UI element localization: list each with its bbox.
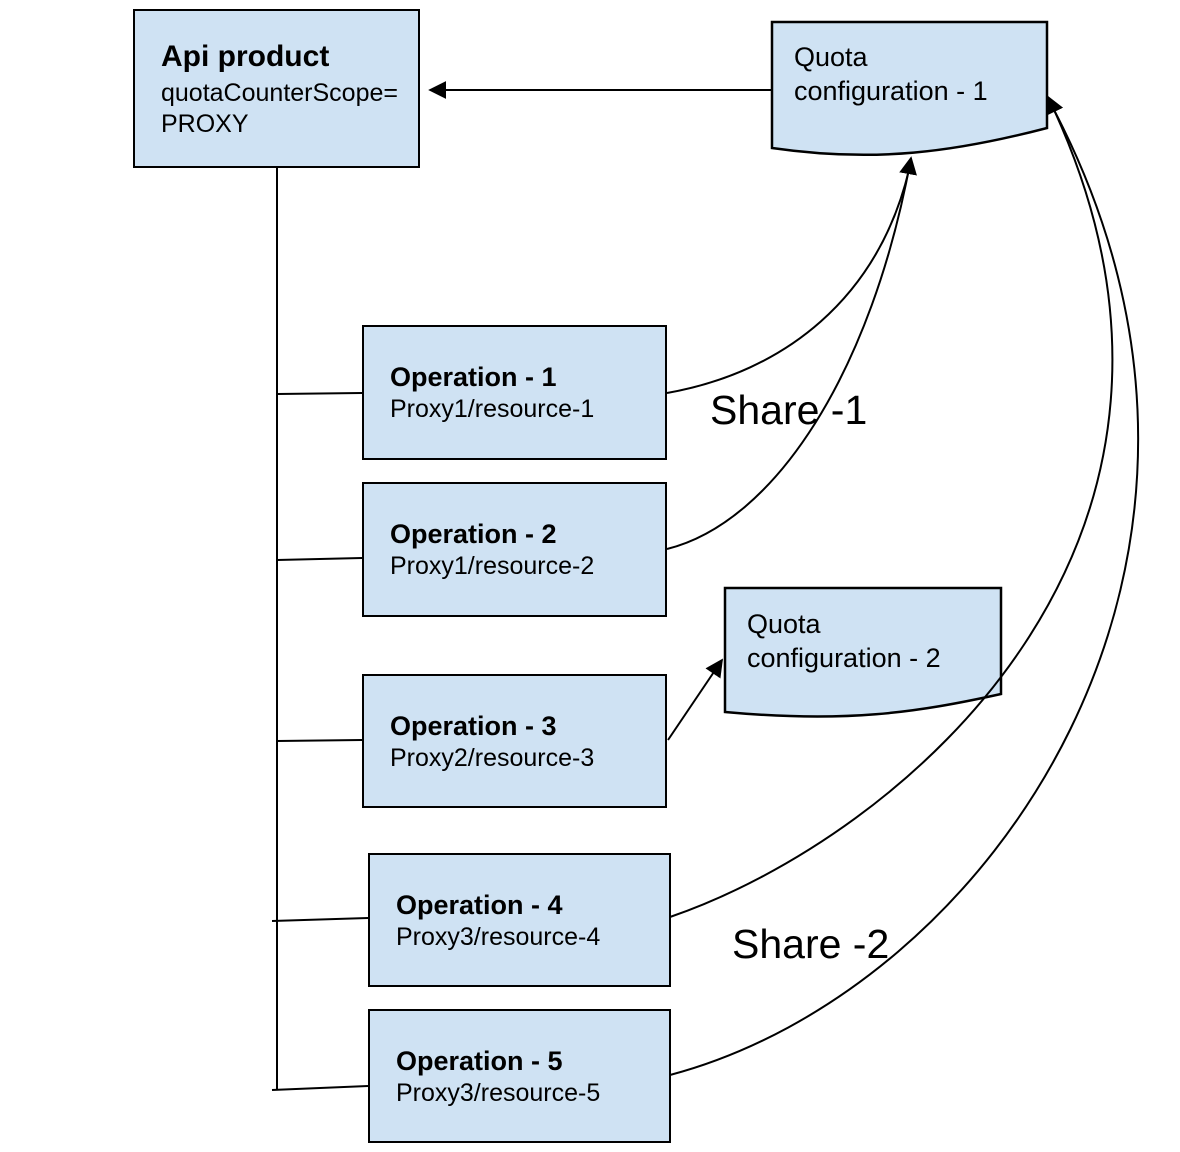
operation-1-box: Operation - 1 Proxy1/resource-1	[362, 325, 667, 460]
operation-3-title: Operation - 3	[390, 710, 557, 741]
share-2-label: Share -2	[732, 921, 890, 967]
branch-operation-2	[276, 557, 363, 561]
edge-operation3-to-quota2	[667, 658, 724, 741]
operation-5-box: Operation - 5 Proxy3/resource-5	[368, 1009, 671, 1143]
quota-config-1-shape	[770, 20, 1049, 157]
operation-5-path: Proxy3/resource-5	[396, 1078, 601, 1107]
operation-4-path: Proxy3/resource-4	[396, 922, 601, 951]
edge-operation2-to-quota1	[666, 156, 917, 550]
operation-2-title: Operation - 2	[390, 519, 557, 549]
operation-1-path: Proxy1/resource-1	[390, 395, 595, 423]
branch-operation-5	[271, 1085, 369, 1091]
edge-operation1-to-quota1	[666, 169, 910, 394]
operation-2-path: Proxy1/resource-2	[390, 552, 595, 580]
branch-operation-3	[276, 739, 363, 742]
quota-config-2-text: Quota configuration - 2	[747, 607, 941, 675]
edge-operation4-to-quota1	[669, 95, 1114, 918]
quota-config-2-shape	[723, 586, 1003, 718]
quota-config-1-line1: Quota	[794, 42, 868, 72]
quota-config-1-line2: configuration - 1	[794, 76, 988, 106]
operation-4-box: Operation - 4 Proxy3/resource-4	[368, 853, 671, 987]
share-1-label: Share -1	[710, 387, 868, 433]
operation-3-path: Proxy2/resource-3	[390, 743, 595, 772]
api-product-title: Api product	[161, 39, 330, 73]
quota-config-2-line2: configuration - 2	[747, 643, 941, 673]
branch-operation-1	[276, 392, 363, 395]
operation-1-title: Operation - 1	[390, 362, 557, 392]
quota-config-1-text: Quota configuration - 1	[794, 40, 988, 108]
branch-operation-4	[271, 917, 369, 922]
operation-5-title: Operation - 5	[396, 1045, 563, 1076]
api-product-box: Api product quotaCounterScope= PROXY	[133, 9, 420, 168]
quota-config-2-line1: Quota	[747, 609, 821, 639]
edge-operation5-to-quota1	[669, 107, 1140, 1076]
operation-2-box: Operation - 2 Proxy1/resource-2	[362, 482, 667, 617]
api-product-scope-line1: quotaCounterScope=	[161, 78, 398, 107]
api-product-scope-line2: PROXY	[161, 109, 249, 138]
operation-3-box: Operation - 3 Proxy2/resource-3	[362, 674, 667, 808]
operation-4-title: Operation - 4	[396, 889, 563, 920]
